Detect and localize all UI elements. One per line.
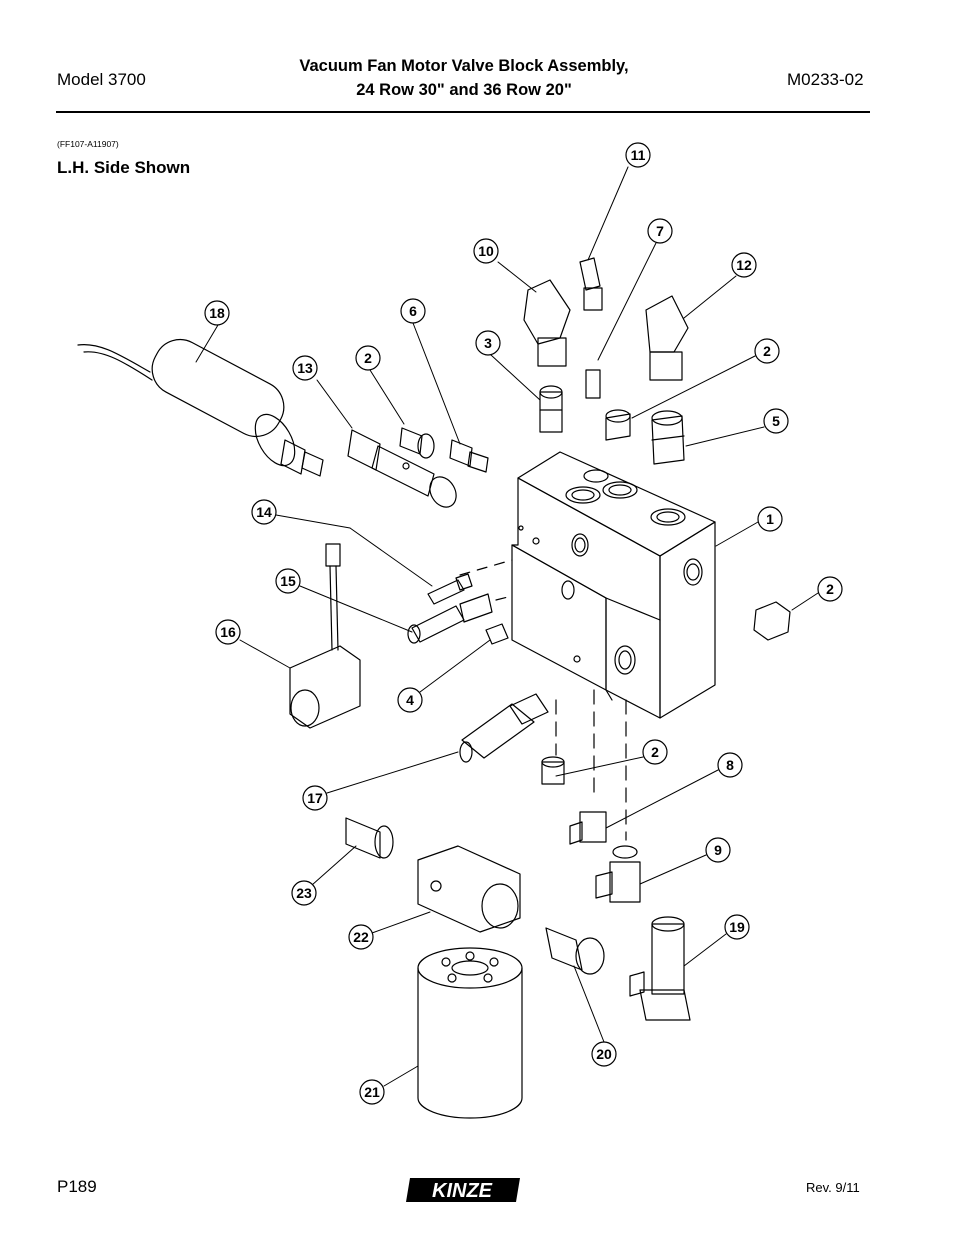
elbow-fittings-bottom [569, 811, 641, 903]
kinze-logo: KINZE [406, 1178, 520, 1202]
callout-22 [348, 924, 374, 950]
callout-label: 9 [714, 842, 722, 858]
callout-6 [400, 298, 426, 324]
model-label: Model 3700 [57, 70, 146, 89]
elbow-fittings-top [523, 257, 689, 399]
callout-label: 6 [409, 303, 417, 319]
callout-3 [475, 330, 501, 356]
title-line-2: 24 Row 30" and 36 Row 20" [356, 81, 572, 99]
callout-bubbles [204, 142, 843, 1105]
view-label: L.H. Side Shown [57, 158, 191, 177]
tee-fitting [629, 916, 691, 1021]
coil-cylinder [77, 338, 324, 477]
page-number: P189 [57, 1177, 97, 1196]
relief-valve [459, 693, 549, 763]
callout-label: 3 [484, 335, 492, 351]
callout-21 [359, 1079, 385, 1105]
brand-wordmark: KINZE [432, 1180, 493, 1202]
cartridge-small [449, 439, 489, 473]
port-fittings [539, 385, 685, 465]
figure-reference: (FF107-A11907) [57, 139, 119, 149]
callout-7 [647, 218, 673, 244]
adapter-fitting [345, 817, 394, 859]
callout-label: 11 [631, 147, 646, 163]
callout-20 [591, 1041, 617, 1067]
callout-label: 21 [364, 1084, 380, 1100]
callout-4 [397, 687, 423, 713]
callout-2b [754, 338, 780, 364]
callout-5 [763, 408, 789, 434]
callout-1 [757, 506, 783, 532]
valve-block [459, 451, 716, 841]
revision-label: Rev. 9/11 [806, 1180, 860, 1195]
callout-11 [625, 142, 651, 168]
callout-8 [717, 752, 743, 778]
callout-label: 2 [826, 581, 834, 597]
callout-label: 19 [729, 919, 745, 935]
callout-13 [292, 355, 318, 381]
callout-17 [302, 785, 328, 811]
callout-label: 13 [297, 360, 313, 376]
header-divider [56, 111, 870, 113]
callout-label: 2 [651, 744, 659, 760]
solenoid-coil [289, 543, 361, 729]
callout-19 [724, 914, 750, 940]
callout-label: 4 [406, 692, 414, 708]
title-line-1: Vacuum Fan Motor Valve Block Assembly, [299, 57, 629, 75]
callout-label: 12 [736, 257, 752, 273]
callout-label: 16 [220, 624, 236, 640]
document-number: M0233-02 [787, 70, 864, 89]
callout-9 [705, 837, 731, 863]
callout-2d [642, 739, 668, 765]
callout-2a [355, 345, 381, 371]
callout-label: 15 [280, 573, 296, 589]
plug-fittings [399, 409, 791, 785]
callout-label: 20 [596, 1046, 612, 1062]
swivel-fitting [545, 927, 605, 975]
needle-valves [407, 573, 509, 645]
callout-15 [275, 568, 301, 594]
callout-14 [251, 499, 277, 525]
leader-lines [195, 166, 819, 1087]
filter-head [417, 845, 521, 933]
callout-label: 14 [256, 504, 272, 520]
cartridge-valve [347, 429, 457, 508]
callout-label: 2 [763, 343, 771, 359]
callout-16 [215, 619, 241, 645]
callout-2c [817, 576, 843, 602]
callout-label: 7 [656, 223, 664, 239]
page-title: Vacuum Fan Motor Valve Block Assembly, 2… [230, 54, 698, 102]
callout-label: 18 [209, 305, 225, 321]
callout-23 [291, 880, 317, 906]
callout-label: 10 [478, 243, 494, 259]
callout-label: 1 [766, 511, 774, 527]
oil-filter [417, 947, 523, 1119]
callout-label: 22 [353, 929, 369, 945]
callout-label: 2 [364, 350, 372, 366]
callout-label: 8 [726, 757, 734, 773]
callout-label: 5 [772, 413, 780, 429]
callout-label: 17 [307, 790, 323, 806]
callout-10 [473, 238, 499, 264]
callout-12 [731, 252, 757, 278]
callout-18 [204, 300, 230, 326]
callout-label: 23 [296, 885, 312, 901]
